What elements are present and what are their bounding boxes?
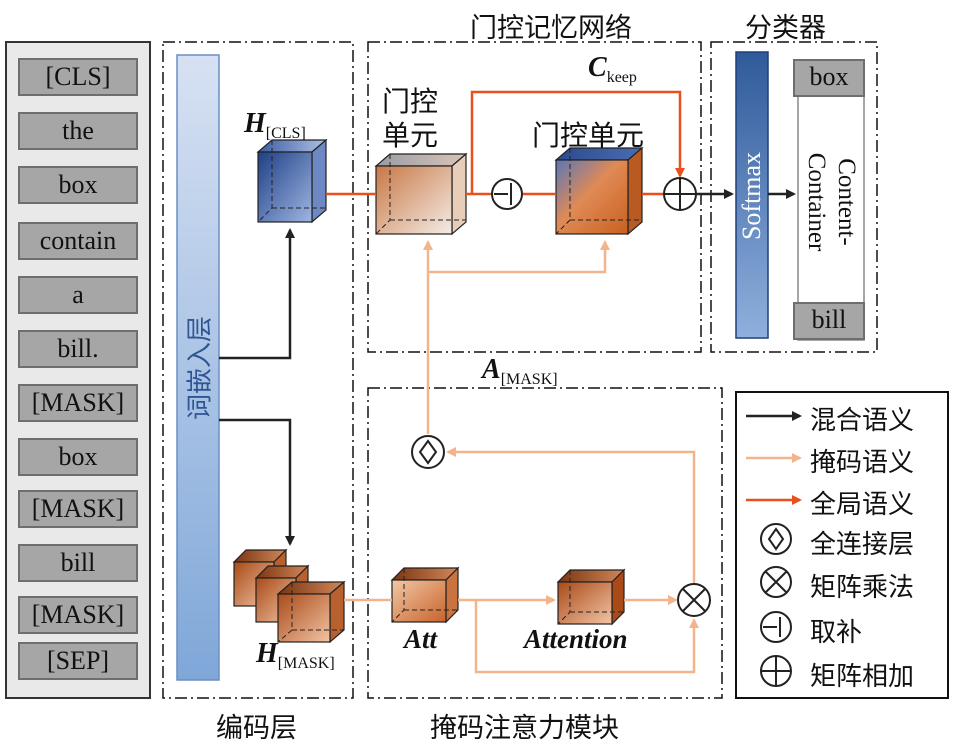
gate-unit-2-label: 门控单元	[532, 119, 645, 152]
legend-mask-semantics: 掩码语义	[810, 448, 915, 478]
token-chip: [MASK]	[18, 490, 138, 528]
legend-matrix-multiply: 矩阵乘法	[810, 573, 915, 603]
h-cls-main: H	[244, 108, 266, 139]
token-panel	[5, 41, 151, 699]
legend-global-semantics: 全局语义	[810, 490, 915, 520]
token-chip: the	[18, 112, 138, 150]
token-chip: box	[18, 166, 138, 204]
output-bill-label: bill	[811, 305, 847, 334]
embed-to-hcls-arrow	[219, 228, 295, 360]
c-keep-arrow	[470, 90, 685, 194]
c-keep-label: Ckeep	[588, 52, 637, 87]
h-cls-label: H[CLS]	[244, 108, 306, 143]
token-chip: [MASK]	[18, 596, 138, 634]
a-mask-label: A[MASK]	[482, 354, 558, 389]
h-mask-main: H	[256, 638, 278, 669]
mask-attention-module-title: 掩码注意力模块	[430, 713, 619, 744]
output-box-label: box	[809, 62, 849, 91]
att-label: Att	[404, 624, 438, 654]
attention-cube	[556, 568, 626, 626]
mask-attention-module-box	[367, 387, 723, 699]
gated-memory-network-title: 门控记忆网络	[470, 13, 632, 44]
gate-unit-2-cube	[554, 146, 644, 236]
token-chip: bill	[18, 544, 138, 582]
token-chip: [MASK]	[18, 384, 138, 422]
embed-to-hmask-arrow	[219, 418, 295, 546]
circle-plus-icon	[663, 177, 697, 211]
branch-to-gate2-arrow	[428, 240, 610, 274]
classifier-box	[710, 41, 878, 353]
encoder-layer-title: 编码层	[216, 713, 297, 744]
legend-complement-icon	[760, 611, 792, 643]
output-bill-chip	[793, 302, 865, 340]
c-keep-main: C	[588, 52, 607, 83]
c-keep-sub: keep	[606, 69, 637, 86]
a-mask-sub: [MASK]	[500, 371, 558, 388]
classifier-title: 分类器	[745, 13, 826, 44]
encoder-layer-box	[162, 41, 354, 699]
circle-times-icon	[677, 583, 711, 617]
gated-memory-network-box	[367, 41, 702, 353]
h-mask-label: H[MASK]	[256, 638, 335, 673]
legend-diamond-circle-icon	[760, 523, 792, 555]
legend-circle-plus-icon	[760, 655, 792, 687]
softmax-bar	[735, 51, 769, 339]
token-chip: a	[18, 276, 138, 314]
gate-unit-1-label-line2: 单元	[382, 119, 439, 152]
token-chip: contain	[18, 222, 138, 260]
h-mask-cubes	[232, 548, 346, 644]
token-chip: [SEP]	[18, 642, 138, 680]
softmax-label: Softmax	[737, 151, 766, 241]
token-chip: box	[18, 438, 138, 476]
att-cube	[390, 566, 460, 624]
att-bypass-arrow	[474, 600, 699, 674]
h-cls-sub: [CLS]	[265, 125, 306, 142]
token-chip: bill.	[18, 330, 138, 368]
times-to-diamond-arrow	[446, 447, 696, 584]
h-cls-cube	[256, 138, 328, 224]
word-embedding-layer-bar	[176, 54, 220, 681]
a-mask-main: A	[482, 354, 501, 385]
output-box-chip	[793, 59, 865, 97]
complement-icon	[491, 178, 523, 210]
legend-circle-times-icon	[760, 566, 792, 598]
gate-unit-1-label-line1: 门控	[382, 85, 439, 118]
gate-unit-1-cube	[374, 152, 468, 236]
legend-matrix-add: 矩阵相加	[810, 662, 915, 692]
content-container-label: Content-Container	[803, 152, 860, 252]
diamond-circle-icon	[411, 435, 445, 469]
legend-fully-connected: 全连接层	[810, 530, 915, 560]
word-embedding-layer-label: 词嵌入层	[185, 315, 216, 421]
h-mask-sub: [MASK]	[277, 655, 335, 672]
attention-label: Attention	[524, 624, 628, 654]
legend-mixed-semantics: 混合语义	[810, 406, 915, 436]
legend-complement: 取补	[810, 618, 863, 648]
token-chip: [CLS]	[18, 58, 138, 96]
